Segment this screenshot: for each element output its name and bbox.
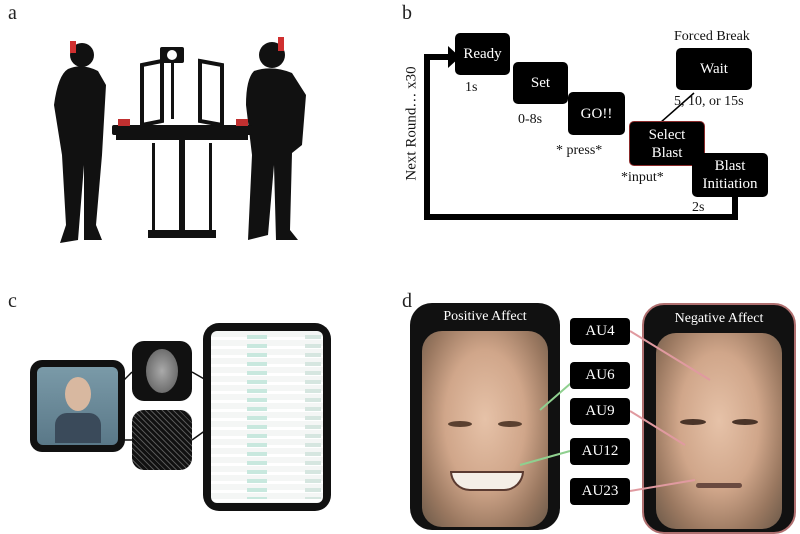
positive-face-image [422, 331, 548, 527]
positive-affect-panel: Positive Affect [410, 303, 560, 530]
ready-step: Ready [455, 33, 510, 75]
wait-duration: 5, 10, or 15s [674, 94, 744, 109]
wait-step: Wait [676, 48, 752, 90]
headphones-icon [278, 37, 284, 51]
ready-duration: 1s [465, 80, 478, 95]
features-table [211, 331, 323, 503]
au-connector-lines [519, 330, 711, 492]
blast-duration: 2s [692, 200, 705, 215]
aligned-face-image [146, 349, 178, 393]
headphones-icon [70, 41, 76, 53]
au4-label: AU4 [570, 318, 630, 345]
au23-label: AU23 [570, 478, 630, 505]
negative-affect-panel: Negative Affect [642, 303, 796, 534]
au12-label: AU12 [570, 438, 630, 465]
set-step: Set [513, 62, 568, 104]
aligned-face-frame [132, 341, 192, 401]
blast-initiation-line1: Blast [714, 158, 746, 174]
go-note: * press* [556, 143, 603, 158]
panel-label-d: d [402, 290, 412, 312]
set-duration: 0-8s [518, 112, 543, 127]
select-blast-line2: Blast [651, 144, 683, 161]
forced-break-label: Forced Break [674, 29, 750, 44]
table-with-monitors [112, 47, 252, 238]
negative-affect-title: Negative Affect [674, 311, 764, 326]
panel-label-a: a [8, 2, 17, 24]
blast-initiation-step: Blast Initiation [692, 153, 768, 197]
loop-label: Next Round… x30 [403, 66, 420, 181]
panel-label-c: c [8, 290, 17, 312]
participant-right-silhouette [246, 42, 306, 240]
positive-affect-title: Positive Affect [443, 309, 527, 324]
video-frame [30, 360, 125, 452]
select-note: *input* [621, 170, 664, 185]
au6-label: AU6 [570, 362, 630, 389]
panel-label-b: b [402, 2, 412, 24]
negative-face-image [656, 333, 782, 529]
participant-face-image [37, 367, 118, 445]
au9-label: AU9 [570, 398, 630, 425]
participant-left-silhouette [54, 43, 106, 243]
features-table-frame [203, 323, 331, 511]
select-blast-line1: Select [648, 126, 686, 143]
pipeline-arrows [123, 371, 207, 441]
hog-features-frame [132, 410, 192, 470]
blast-initiation-line2: Initiation [702, 176, 758, 192]
go-step: GO!! [568, 92, 625, 135]
experiment-setup-illustration [54, 37, 306, 243]
